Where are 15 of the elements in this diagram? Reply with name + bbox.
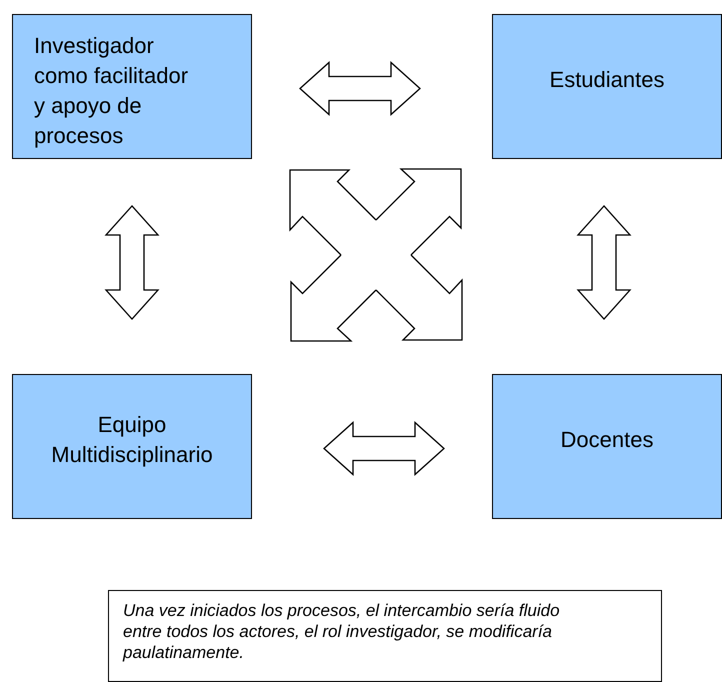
actor-label: Equipo Multidisciplinario: [50, 410, 214, 469]
note-text: Una vez iniciados los procesos, el intercambio sería fluido entre todos los actores, el rol investigador, se modificaría paulatinamente.: [123, 600, 561, 663]
actor-label: Estudiantes: [550, 66, 664, 94]
four-way-arrow: [288, 168, 464, 342]
double-block-arrow: [323, 421, 445, 476]
note-box: [108, 590, 662, 682]
actor-box: [12, 14, 252, 159]
actor-label: Docentes: [560, 426, 654, 454]
actor-box: [492, 374, 722, 519]
actor-box: [12, 374, 252, 519]
double-block-arrow: [299, 61, 421, 116]
double-block-arrow: [104, 205, 160, 320]
double-block-arrow: [576, 205, 632, 320]
actor-label: Investigador como facilitador y apoyo de procesos: [34, 32, 190, 150]
actor-box: [492, 14, 722, 159]
